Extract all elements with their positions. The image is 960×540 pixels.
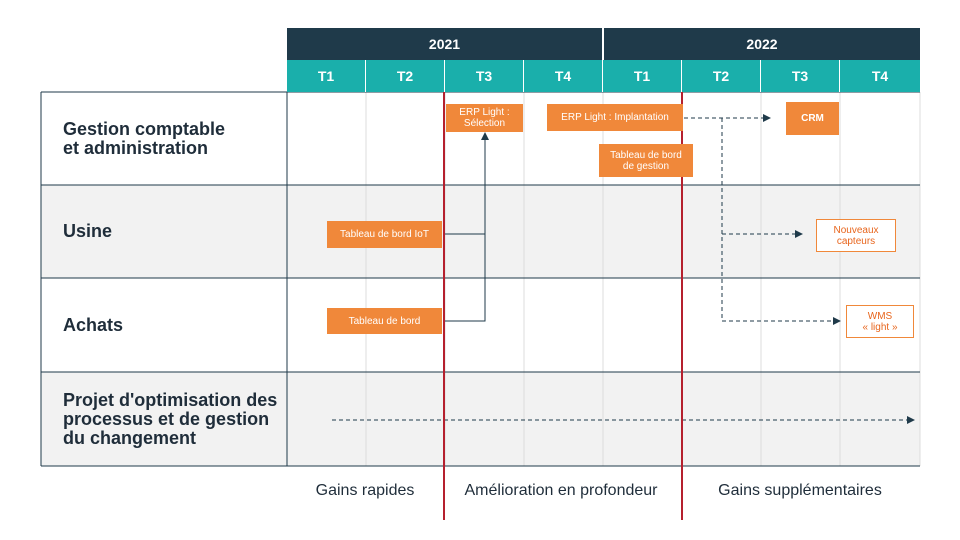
phase-label-gains-supplementaires: Gains supplémentaires xyxy=(718,482,882,499)
tableau-gestion-box: Tableau de bord de gestion xyxy=(599,144,693,177)
erp-selection-box: ERP Light : Sélection xyxy=(446,104,523,132)
phase-divider xyxy=(443,92,445,520)
row-label-gestion: Gestion comptable et administration xyxy=(63,118,226,158)
row-label-projet: Projet d'optimisation des processus et d… xyxy=(63,389,278,448)
quarter-header: T3 xyxy=(761,60,840,92)
wms-light-box: WMS « light » xyxy=(846,305,914,338)
quarter-header: T4 xyxy=(840,60,920,92)
quarter-header: T2 xyxy=(682,60,761,92)
quarter-header: T2 xyxy=(366,60,445,92)
quarter-header: T4 xyxy=(524,60,603,92)
row-bg-usine xyxy=(41,185,920,278)
quarter-header: T3 xyxy=(445,60,524,92)
phase-label-gains-rapides: Gains rapides xyxy=(315,482,415,499)
quarter-header: T1 xyxy=(287,60,366,92)
tableau-iot-box: Tableau de bord IoT xyxy=(327,221,442,248)
crm-box: CRM xyxy=(786,102,839,135)
row-bg-achats xyxy=(41,278,920,372)
erp-implantation-box: ERP Light : Implantation xyxy=(547,104,683,131)
row-bg-projet xyxy=(41,372,920,466)
tableau-bord-box: Tableau de bord xyxy=(327,308,442,334)
quarter-header: T1 xyxy=(603,60,682,92)
year-header-2022: 2022 xyxy=(604,28,920,60)
phase-divider xyxy=(681,92,683,520)
phase-label-amelioration: Amélioration en profondeur xyxy=(464,482,658,499)
nouveaux-capteurs-box: Nouveaux capteurs xyxy=(816,219,896,252)
year-header-2021: 2021 xyxy=(287,28,602,60)
row-label-usine: Usine xyxy=(63,221,113,241)
row-label-achats: Achats xyxy=(63,314,124,335)
